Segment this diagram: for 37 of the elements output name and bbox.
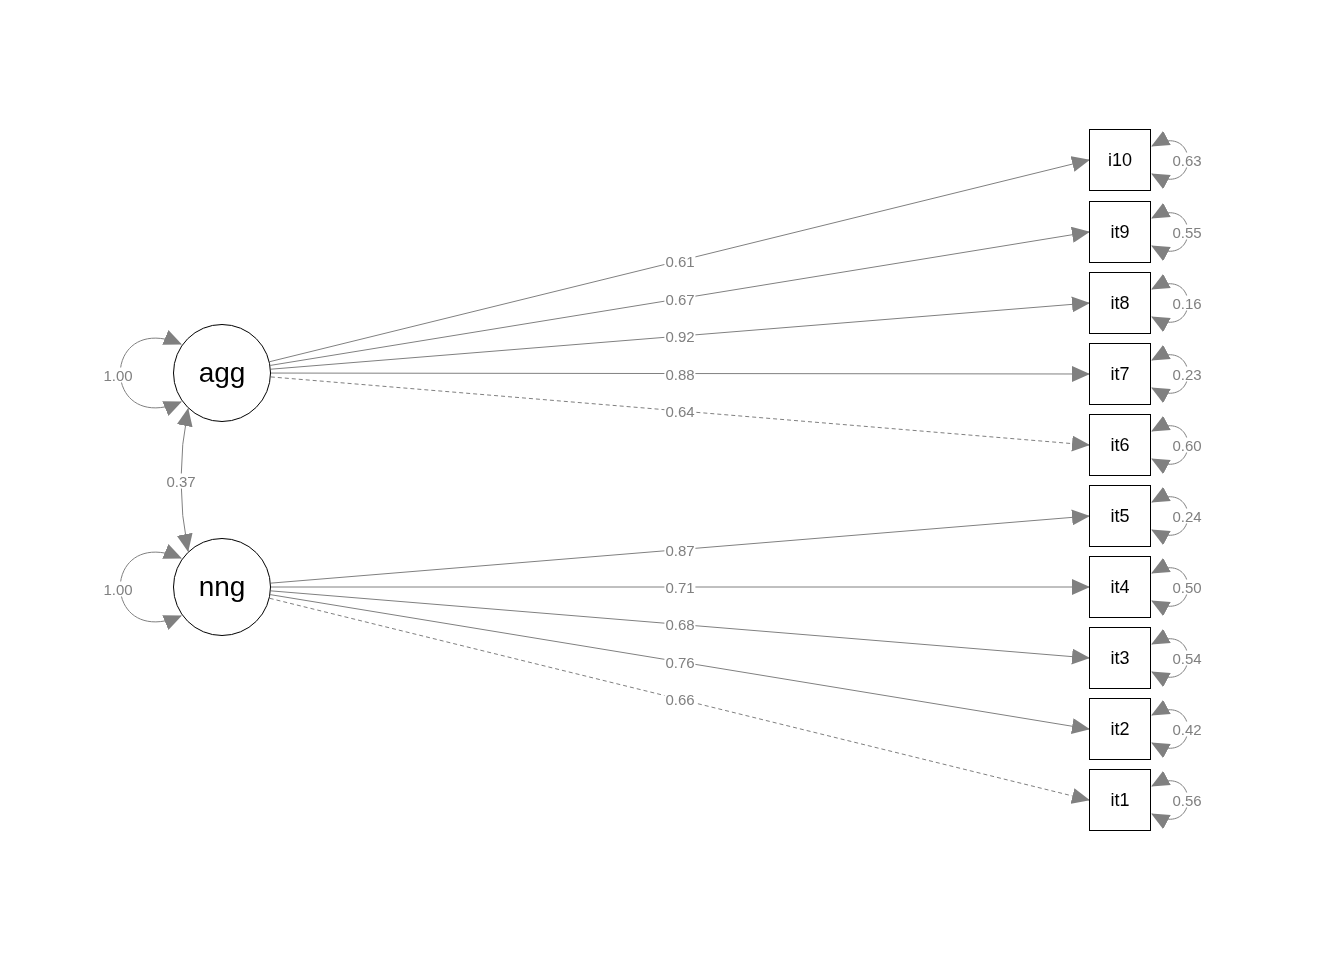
edge-label: 0.50 (1171, 579, 1203, 595)
observed-variable-box: it9 (1089, 201, 1151, 263)
variance-loop-arrow (119, 545, 182, 629)
observed-variable-box: i10 (1089, 129, 1151, 191)
edge-label: 0.16 (1171, 295, 1203, 311)
path-arrow (270, 376, 1090, 452)
path-arrow (269, 594, 1090, 735)
path-arrow (269, 156, 1090, 363)
covariance-arrow (177, 408, 193, 552)
path-arrow (270, 366, 1090, 382)
observed-variable-box: it1 (1089, 769, 1151, 831)
observed-variable-box: it3 (1089, 627, 1151, 689)
edge-label: 1.00 (102, 581, 134, 597)
path-arrow (269, 226, 1090, 366)
edge-label: 1.00 (102, 367, 134, 383)
observed-variable-box: it8 (1089, 272, 1151, 334)
path-arrow (270, 509, 1090, 584)
edge-label: 0.55 (1171, 224, 1203, 240)
path-arrow (269, 597, 1090, 804)
variance-loop-arrow (119, 331, 182, 415)
edge-label: 0.63 (1171, 152, 1203, 168)
observed-variable-box: it2 (1089, 698, 1151, 760)
edge-label: 0.60 (1171, 437, 1203, 453)
edge-label: 0.54 (1171, 650, 1203, 666)
path-arrow (270, 296, 1090, 370)
path-arrow (270, 590, 1090, 665)
edge-label: 0.23 (1171, 366, 1203, 382)
edge-label: 0.56 (1171, 792, 1203, 808)
observed-variable-box: it5 (1089, 485, 1151, 547)
observed-variable-box: it7 (1089, 343, 1151, 405)
path-arrow (270, 579, 1090, 595)
edge-label: 0.37 (165, 473, 197, 489)
observed-variable-box: it4 (1089, 556, 1151, 618)
edge-label: 0.42 (1171, 721, 1203, 737)
edge-label: 0.24 (1171, 508, 1203, 524)
observed-variable-box: it6 (1089, 414, 1151, 476)
edge-label: 0.61 (664, 253, 696, 269)
